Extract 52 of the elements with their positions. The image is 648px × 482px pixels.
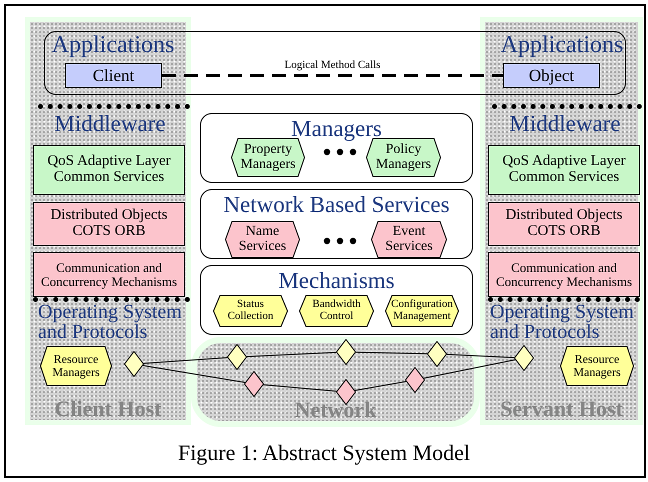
layer-heading: Applications bbox=[500, 33, 624, 57]
network-node-diamond bbox=[427, 341, 447, 367]
service-hexagon: Resource Managers bbox=[560, 346, 634, 386]
network-link bbox=[246, 352, 337, 358]
layer-heading: Middleware bbox=[508, 112, 622, 135]
dashed-connector bbox=[162, 74, 503, 77]
host-label: Client Host bbox=[54, 396, 162, 422]
edge-label: Logical Method Calls bbox=[282, 58, 382, 70]
network-link bbox=[423, 359, 516, 379]
component-box: Communication and Concurrency Mechanisms bbox=[33, 252, 185, 297]
host-region bbox=[480, 17, 643, 425]
network-node-diamond bbox=[514, 345, 534, 371]
service-hexagon: Bandwidth Control bbox=[299, 295, 374, 327]
caption: Figure 1: Abstract System Model bbox=[176, 440, 472, 466]
panel-heading: Network Based Services bbox=[222, 192, 451, 218]
layer-heading: Operating System and Protocols bbox=[490, 302, 635, 342]
layer-heading: Operating System and Protocols bbox=[38, 302, 183, 342]
network-link bbox=[262, 384, 338, 392]
component-box: QoS Adaptive Layer Common Services bbox=[33, 145, 185, 195]
network-cloud bbox=[191, 337, 480, 427]
service-hexagon: Policy Managers bbox=[366, 138, 441, 177]
component-box: Communication and Concurrency Mechanisms bbox=[488, 252, 640, 297]
network-link bbox=[143, 357, 228, 364]
component-box: Distributed Objects COTS ORB bbox=[33, 202, 185, 246]
component-box: Client bbox=[65, 63, 162, 88]
service-hexagon: Name Services bbox=[225, 221, 300, 258]
layer-heading: Middleware bbox=[53, 112, 167, 135]
network-link bbox=[446, 354, 515, 358]
host-label: Servant Host bbox=[499, 396, 624, 422]
component-box: QoS Adaptive Layer Common Services bbox=[488, 145, 640, 195]
layer-heading: Applications bbox=[50, 33, 176, 57]
network-link bbox=[142, 365, 246, 383]
service-panel bbox=[200, 189, 473, 259]
network-node-diamond bbox=[336, 339, 356, 365]
network-link bbox=[354, 381, 407, 391]
network-node-diamond bbox=[405, 367, 425, 393]
component-box: Object bbox=[503, 63, 600, 88]
network-node-diamond bbox=[244, 371, 264, 397]
service-hexagon: Configuration Management bbox=[385, 295, 459, 327]
panel-heading: Mechanisms bbox=[277, 268, 396, 294]
service-hexagon: Property Managers bbox=[231, 138, 305, 177]
service-panel bbox=[200, 113, 473, 183]
service-hexagon: Event Services bbox=[371, 221, 447, 258]
network-link bbox=[355, 352, 428, 354]
host-label: Network bbox=[294, 397, 378, 423]
network-node-diamond bbox=[124, 351, 144, 377]
host-region bbox=[25, 17, 191, 425]
service-panel bbox=[200, 265, 473, 335]
network-node-diamond bbox=[227, 344, 247, 370]
component-box: Distributed Objects COTS ORB bbox=[488, 202, 640, 246]
service-hexagon: Resource Managers bbox=[40, 346, 112, 386]
service-hexagon: Status Collection bbox=[213, 295, 288, 327]
